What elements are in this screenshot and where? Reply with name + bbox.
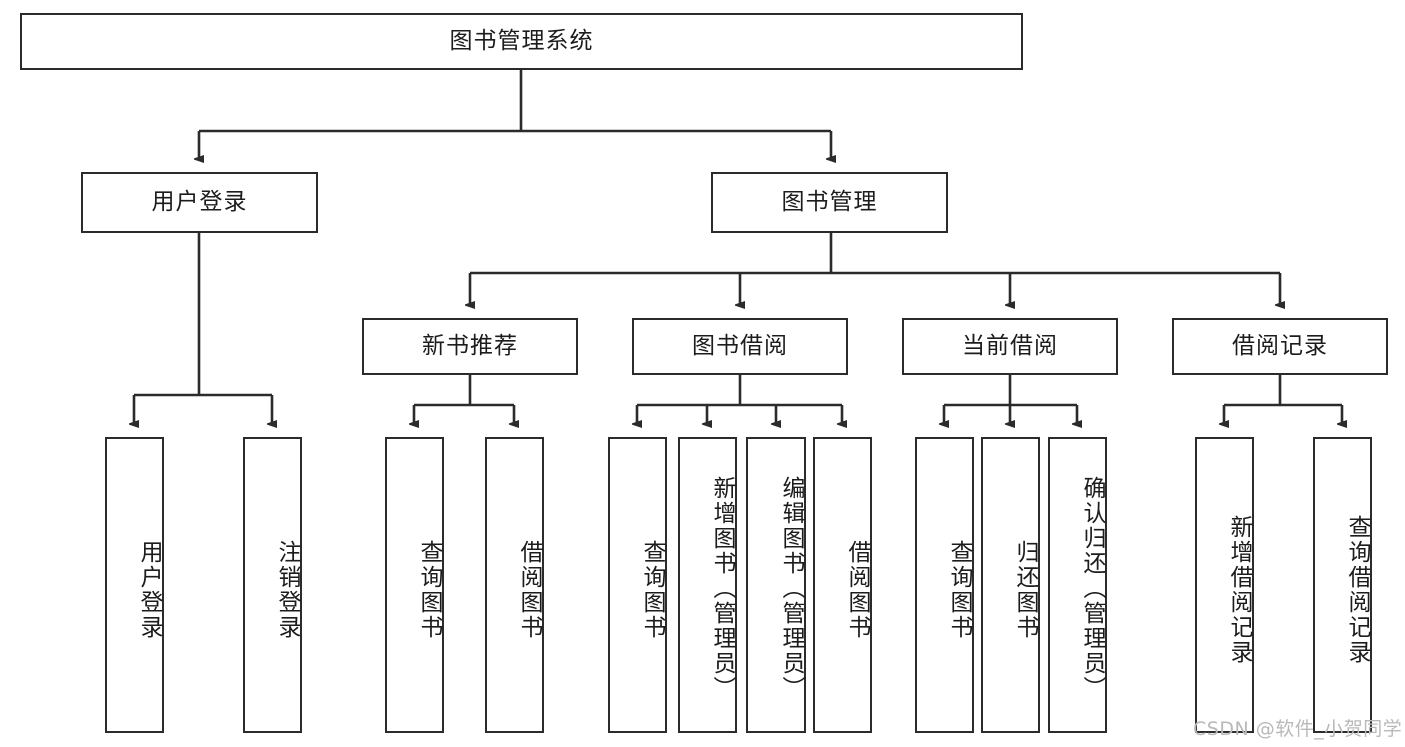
leaf-edit-book-admin[interactable]: 编辑图书（管理员） [746,437,806,733]
leaf-return-book[interactable]: 归还图书 [981,437,1040,733]
leaf-logout[interactable]: 注销登录 [243,437,302,733]
leaf-query-borrowing-record[interactable]: 查询借阅记录 [1313,437,1372,733]
leaf-add-borrowing-record[interactable]: 新增借阅记录 [1195,437,1254,733]
node-current-borrowing[interactable]: 当前借阅 [902,318,1118,375]
leaf-add-book-admin[interactable]: 新增图书（管理员） [678,437,737,733]
node-book-management[interactable]: 图书管理 [711,172,948,233]
node-borrowing-record[interactable]: 借阅记录 [1172,318,1388,375]
csdn-watermark: CSDN @软件_小贺同学 [1193,718,1403,740]
node-new-book-recommendation[interactable]: 新书推荐 [362,318,578,375]
leaf-user-login[interactable]: 用户登录 [105,437,164,733]
leaf-query-book-borrowing[interactable]: 查询图书 [608,437,667,733]
leaf-borrow-book-borrowing[interactable]: 借阅图书 [813,437,872,733]
node-book-borrowing[interactable]: 图书借阅 [632,318,848,375]
leaf-confirm-return-admin[interactable]: 确认归还（管理员） [1048,437,1107,733]
leaf-borrow-book-new-recommendation[interactable]: 借阅图书 [485,437,544,733]
leaf-query-book-current[interactable]: 查询图书 [915,437,974,733]
node-root-book-management-system[interactable]: 图书管理系统 [20,13,1023,70]
leaf-query-book-new-recommendation[interactable]: 查询图书 [385,437,444,733]
node-user-login[interactable]: 用户登录 [81,172,318,233]
